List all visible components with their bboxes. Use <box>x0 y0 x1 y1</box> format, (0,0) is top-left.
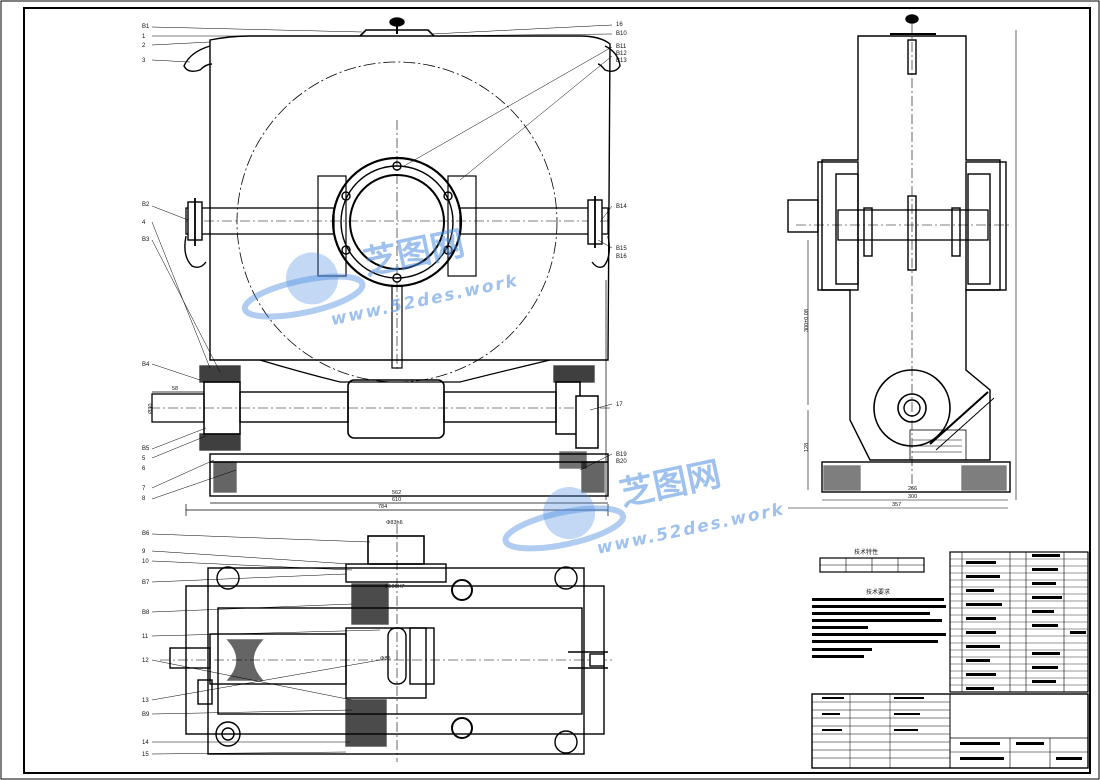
label-6: 6 <box>142 466 146 472</box>
label-B7: B7 <box>142 580 150 586</box>
label-B11: B11 <box>616 44 627 50</box>
front-leaders <box>151 24 613 500</box>
label-1: 1 <box>142 34 146 40</box>
watermark-upper: 芝图网 www.52des.work <box>241 223 521 330</box>
title-block <box>811 693 1089 769</box>
top-left-labels: B6 9 10 B7 B8 11 12 13 B9 14 15 <box>142 531 150 758</box>
label-B12: B12 <box>616 51 627 57</box>
watermark-brand-2: 芝图网 <box>616 454 724 514</box>
label-11: 11 <box>142 634 149 640</box>
tech-characteristics-table: 技术特性 <box>819 548 925 573</box>
label-B16: B16 <box>616 254 627 260</box>
front-left-labels: B1 1 2 3 B2 4 B3 B4 B5 5 6 7 8 <box>142 24 150 502</box>
label-3: 3 <box>142 58 146 64</box>
label-B4: B4 <box>142 362 150 368</box>
label-4: 4 <box>142 220 146 226</box>
label-B13: B13 <box>616 58 627 64</box>
top-leaders <box>151 533 381 755</box>
drawing-frame <box>23 7 1091 774</box>
note-100H7: Φ100H7 <box>384 584 405 590</box>
label-B9: B9 <box>142 712 150 718</box>
side-dim-357: 357 <box>892 502 901 508</box>
label-B6: B6 <box>142 531 150 537</box>
label-5: 5 <box>142 456 146 462</box>
label-13: 13 <box>142 698 149 704</box>
label-B14: B14 <box>616 204 627 210</box>
side-dims: 266 300 357 128 300±0.08 <box>804 309 917 508</box>
front-dims: 58 Ø30 562 610 784 <box>148 386 401 510</box>
tech-requirements-block: 技术要求 <box>812 588 946 658</box>
label-17: 17 <box>616 402 623 408</box>
dim-562: 562 <box>392 490 401 496</box>
label-B19: B19 <box>616 452 627 458</box>
label-14: 14 <box>142 740 149 746</box>
side-dim-128: 128 <box>804 443 810 452</box>
dim-58: 58 <box>172 386 178 392</box>
front-view <box>150 17 621 516</box>
top-view <box>160 524 612 762</box>
label-16: 16 <box>616 22 623 28</box>
top-notes: Φ83h6 Φ100H7 Φ85 <box>380 520 405 662</box>
label-B1: B1 <box>142 24 150 30</box>
label-B3: B3 <box>142 237 150 243</box>
side-view <box>787 14 1017 509</box>
label-12: 12 <box>142 658 149 664</box>
label-15: 15 <box>142 752 149 758</box>
label-B8: B8 <box>142 610 150 616</box>
label-2: 2 <box>142 43 146 49</box>
tech-req-title: 技术要求 <box>866 588 890 596</box>
label-9: 9 <box>142 549 146 555</box>
label-B10: B10 <box>616 31 627 37</box>
label-B15: B15 <box>616 246 627 252</box>
note-85: Φ85 <box>380 656 391 662</box>
side-dim-266: 266 <box>908 486 917 492</box>
label-B5: B5 <box>142 446 150 452</box>
label-B2: B2 <box>142 202 150 208</box>
dim-shaft: Ø30 <box>148 404 154 414</box>
dim-610: 610 <box>392 497 401 503</box>
tech-char-title: 技术特性 <box>854 548 878 556</box>
label-B20: B20 <box>616 459 627 465</box>
side-dim-300: 300 <box>908 494 917 500</box>
dim-784: 784 <box>378 504 387 510</box>
label-8: 8 <box>142 496 146 502</box>
front-right-labels: 16 B10 B11 B12 B13 B14 B15 B16 17 B19 B2… <box>616 22 627 465</box>
parts-list <box>949 551 1089 693</box>
label-7: 7 <box>142 486 146 492</box>
note-83h6: Φ83h6 <box>386 520 403 526</box>
side-dim-300tol: 300±0.08 <box>804 309 810 332</box>
label-10: 10 <box>142 559 149 565</box>
